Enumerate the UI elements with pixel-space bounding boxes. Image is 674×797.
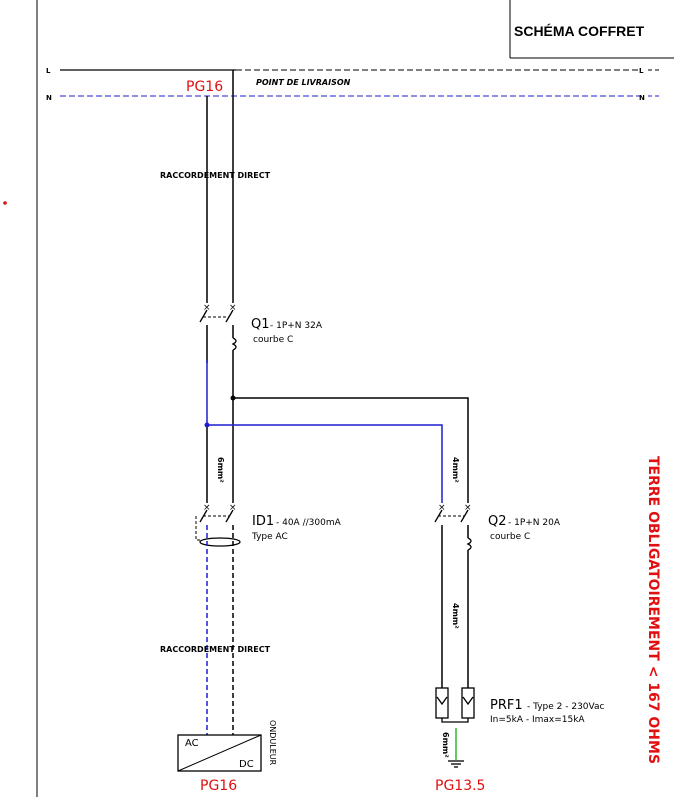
cable-4mm-1: 4mm² bbox=[451, 457, 460, 483]
line-n-left-label: N bbox=[46, 94, 52, 102]
svg-text:×: × bbox=[438, 503, 446, 513]
delivery-point-label: POINT DE LIVRAISON bbox=[256, 78, 351, 87]
direct-connection-top: RACCORDEMENT DIRECT bbox=[160, 171, 271, 180]
q1-name: Q1 bbox=[251, 317, 270, 332]
cable-6mm-2: 6mm² bbox=[441, 732, 450, 758]
gland-inverter-label: PG16 bbox=[200, 778, 237, 794]
direct-connection-bottom: RACCORDEMENT DIRECT bbox=[160, 645, 271, 654]
svg-text:×: × bbox=[464, 503, 472, 513]
q1-spec: - 1P+N 32A bbox=[270, 321, 323, 331]
inverter-label: ONDULEUR bbox=[268, 720, 277, 766]
prf1-spec: - Type 2 - 230Vac bbox=[527, 702, 604, 712]
line-l-right-label: L bbox=[639, 67, 644, 75]
svg-text:×: × bbox=[229, 503, 237, 513]
cable-6mm-1: 6mm² bbox=[216, 457, 225, 483]
marker-dot bbox=[3, 201, 7, 205]
q2-name: Q2 bbox=[488, 514, 507, 529]
svg-text:×: × bbox=[203, 503, 211, 513]
id1-name: ID1 bbox=[252, 514, 274, 529]
q2-curve: courbe C bbox=[490, 532, 530, 542]
branch-phase-to-q2 bbox=[233, 397, 469, 503]
inverter-dc: DC bbox=[239, 759, 254, 770]
svg-text:×: × bbox=[203, 303, 211, 313]
id1-switch-symbol: × × bbox=[195, 503, 241, 547]
branch-neutral-to-q2 bbox=[207, 424, 443, 503]
prf1-detail: In=5kA - Imax=15kA bbox=[490, 715, 585, 725]
line-l-left-label: L bbox=[46, 67, 51, 75]
svg-text:×: × bbox=[229, 303, 237, 313]
cable-4mm-2: 4mm² bbox=[451, 603, 460, 629]
q1-breaker-symbol: × × bbox=[199, 303, 237, 363]
line-n-right-label: N bbox=[639, 94, 645, 102]
inverter-ac: AC bbox=[185, 738, 199, 749]
earth-icon bbox=[448, 760, 464, 768]
q2-breaker-symbol: × × bbox=[434, 503, 472, 551]
prf1-name: PRF1 bbox=[490, 698, 523, 713]
gland-top-label: PG16 bbox=[186, 79, 223, 95]
prf1-arrester-symbol bbox=[435, 687, 475, 723]
q2-spec: - 1P+N 20A bbox=[508, 518, 561, 528]
q1-curve: courbe C bbox=[253, 335, 293, 345]
gland-earth-label: PG13.5 bbox=[435, 778, 485, 794]
inverter-box bbox=[177, 734, 262, 772]
id1-spec: - 40A //300mA bbox=[276, 518, 342, 528]
id1-type: Type AC bbox=[251, 532, 288, 542]
earth-note: TERRE OBLIGATOIREMENT < 167 OHMS bbox=[645, 456, 661, 764]
title: SCHÉMA COFFRET bbox=[514, 23, 645, 39]
